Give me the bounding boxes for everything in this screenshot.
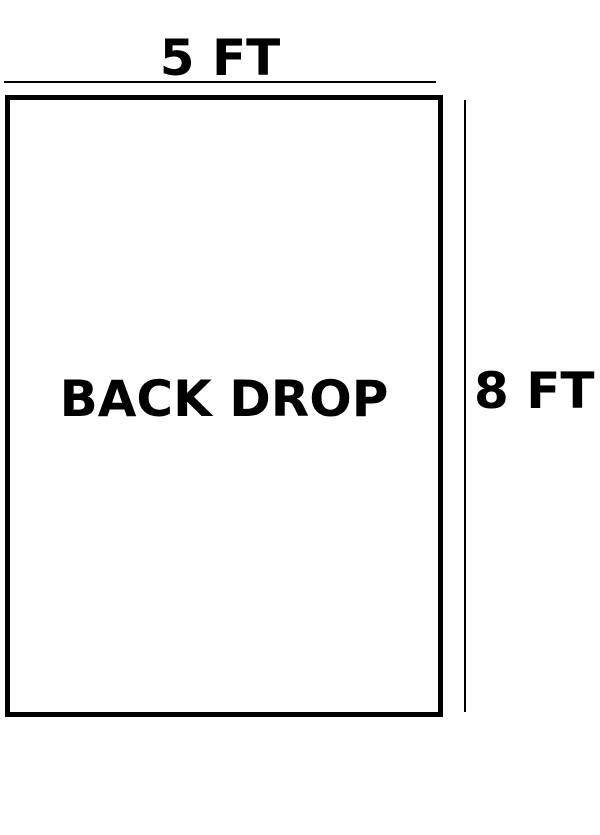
backdrop-label: BACK DROP: [59, 370, 389, 428]
width-dimension-label: 5 FT: [159, 29, 281, 87]
height-dimension-line: [464, 100, 466, 712]
backdrop-rectangle: BACK DROP: [5, 95, 443, 717]
height-dimension-label: 8 FT: [474, 362, 595, 420]
width-dimension-line: [4, 81, 436, 83]
